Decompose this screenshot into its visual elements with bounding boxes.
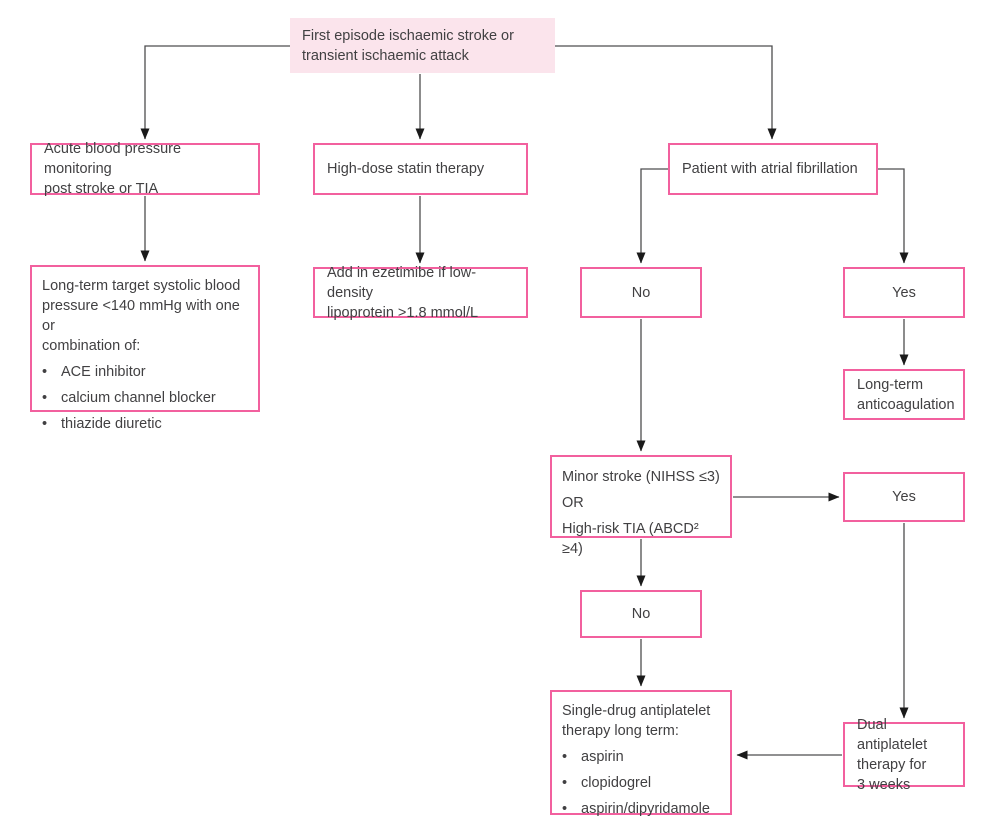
node-minor-stroke-yes: Yes — [843, 472, 965, 522]
node-dual-antiplatelet: Dual antiplatelet therapy for 3 weeks — [843, 717, 965, 793]
list-item: • ACE inhibitor — [32, 362, 258, 382]
node-single-drug-antiplatelet-intro: Single-drug antiplatelet therapy long te… — [562, 703, 711, 739]
list-item: • aspirin — [552, 747, 730, 767]
bullet-icon: • — [562, 775, 568, 791]
node-minor-stroke-line2: OR — [562, 495, 584, 511]
node-statin-therapy: High-dose statin therapy — [313, 143, 528, 195]
node-acute-bp-monitoring-label: Acute blood pressure monitoring post str… — [44, 141, 182, 197]
list-item-label: clopidogrel — [581, 775, 652, 791]
node-minor-stroke-or-high-risk-tia: Minor stroke (NIHSS ≤3) OR High-risk TIA… — [550, 455, 732, 557]
list-item-label: aspirin/dipyridamole — [581, 801, 710, 817]
node-single-drug-antiplatelet: Single-drug antiplatelet therapy long te… — [550, 690, 732, 817]
node-acute-bp-monitoring: Acute blood pressure monitoring post str… — [30, 141, 260, 197]
node-af-yes: Yes — [843, 267, 965, 318]
node-atrial-fibrillation: Patient with atrial fibrillation — [668, 143, 878, 195]
node-af-yes-label: Yes — [892, 284, 916, 301]
list-item: • calcium channel blocker — [32, 388, 258, 408]
node-minor-stroke-no: No — [580, 590, 702, 638]
node-longterm-bp-target-intro: Long-term target systolic blood pressure… — [42, 278, 241, 354]
list-item: • aspirin/dipyridamole — [552, 799, 730, 819]
node-minor-stroke-line1: Minor stroke (NIHSS ≤3) — [562, 469, 720, 485]
connector-start-to-acute-bp — [140, 45, 290, 140]
list-item-label: aspirin — [581, 749, 624, 765]
node-atrial-fibrillation-label: Patient with atrial fibrillation — [682, 161, 858, 177]
list-item-label: thiazide diuretic — [61, 416, 162, 432]
bullet-icon: • — [42, 390, 48, 406]
connector-af-to-yes — [878, 168, 909, 264]
connector-af-to-no — [636, 168, 668, 264]
connector-start-to-af — [555, 45, 777, 140]
node-longterm-anticoagulation: Long-term anticoagulation — [843, 369, 965, 420]
list-item: • thiazide diuretic — [32, 414, 258, 434]
node-first-episode-label: First episode ischaemic stroke or transi… — [302, 27, 514, 64]
node-ezetimibe: Add in ezetimibe if low-density lipoprot… — [313, 265, 528, 321]
node-minor-stroke-yes-label: Yes — [892, 489, 916, 505]
node-af-no-label: No — [631, 284, 651, 301]
bullet-icon: • — [562, 801, 568, 817]
node-first-episode: First episode ischaemic stroke or transi… — [290, 18, 555, 73]
node-ezetimibe-label: Add in ezetimibe if low-density lipoprot… — [327, 264, 479, 321]
node-minor-stroke-line3: High-risk TIA (ABCD² ≥4) — [562, 521, 699, 557]
node-minor-stroke-no-label: No — [631, 606, 651, 622]
bullet-icon: • — [42, 364, 48, 380]
node-dual-antiplatelet-label: Dual antiplatelet therapy for 3 weeks — [857, 716, 928, 793]
list-item-label: ACE inhibitor — [61, 364, 146, 380]
list-item-label: calcium channel blocker — [61, 390, 216, 406]
node-longterm-anticoagulation-label: Long-term anticoagulation — [857, 376, 955, 413]
bullet-icon: • — [42, 416, 48, 432]
node-statin-therapy-label: High-dose statin therapy — [327, 161, 485, 177]
node-af-no: No — [580, 267, 702, 318]
bullet-icon: • — [562, 749, 568, 765]
list-item: • clopidogrel — [552, 773, 730, 793]
node-longterm-bp-target: Long-term target systolic blood pressure… — [30, 265, 260, 432]
